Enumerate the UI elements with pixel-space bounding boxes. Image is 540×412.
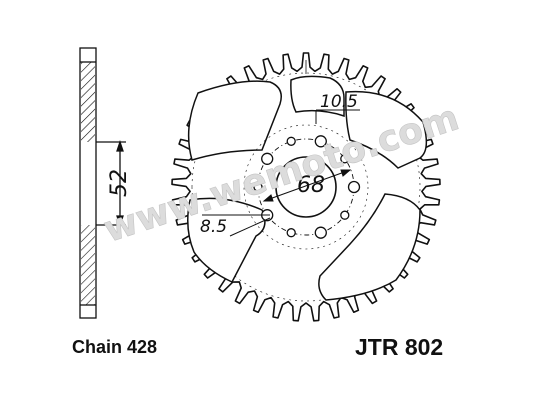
bolt-hole [286, 228, 296, 238]
cutout-top [290, 75, 345, 118]
arrowhead [116, 139, 124, 152]
center-bore [275, 156, 337, 218]
thickness-dimension-label: 52 [107, 169, 132, 197]
cutout-left [187, 80, 282, 161]
bolt-hole [314, 135, 327, 148]
cutout-lower-left [187, 197, 266, 283]
pcd-dimension-line [263, 169, 351, 202]
bolt-holes [253, 135, 361, 239]
part-number-label: JTR 802 [355, 334, 444, 360]
bolt-hole [261, 152, 274, 165]
bolt-hole [347, 180, 361, 194]
arrowhead [116, 215, 124, 228]
spoke-cutouts [187, 75, 428, 301]
side-profile-hatch-bottom [81, 225, 95, 305]
bolt-hole [314, 226, 327, 239]
hub-outer-circle [243, 124, 369, 250]
bolt-hole-dimension-label: 10.5 [320, 92, 358, 112]
bolt-hole [286, 136, 296, 146]
bolt-hole [253, 182, 263, 192]
side-profile [79, 47, 126, 319]
cutout-lower-right [318, 193, 421, 301]
center-bore-dimension-label: 8.5 [200, 217, 227, 237]
bolt-hole [340, 154, 350, 164]
dimension-lines [202, 60, 360, 237]
center-bore-leader [229, 217, 271, 237]
side-profile-hatch-top [81, 62, 95, 142]
bolt-hole [340, 210, 350, 220]
pcd-dimension-label: 68 [297, 173, 325, 198]
chain-size-label: Chain 428 [72, 337, 158, 357]
cutout-right [345, 90, 428, 169]
arrowhead [262, 194, 274, 202]
arrowhead [340, 169, 352, 177]
